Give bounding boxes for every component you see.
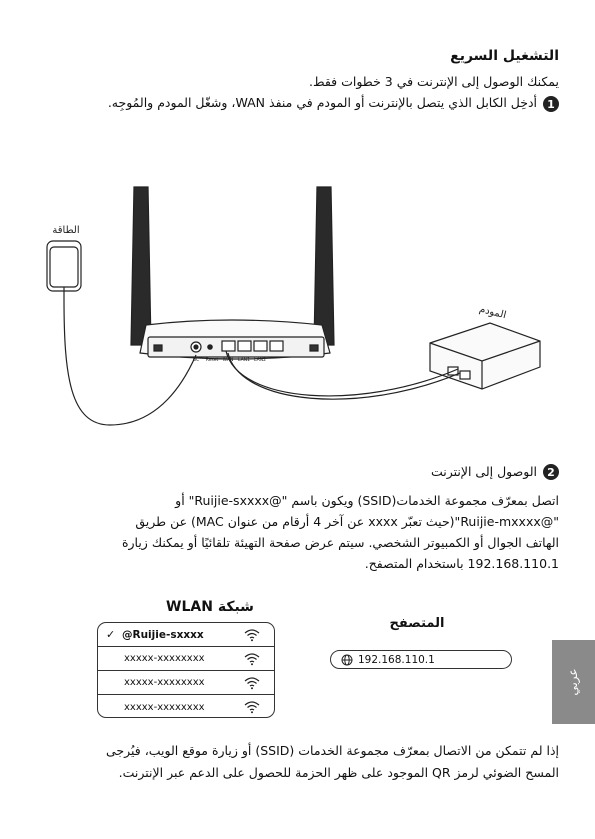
port-label-wan: WAN (223, 357, 234, 363)
language-label: عربي (566, 668, 580, 696)
wifi-icon (244, 628, 260, 641)
reset-button (207, 344, 213, 350)
lan1-port (237, 340, 252, 352)
step-2-badge: 2 (543, 464, 559, 480)
footer-note: إذا لم تتمكن من الاتصال بمعرّف مجموعة ال… (39, 740, 559, 784)
browser-address-bar[interactable]: 192.168.110.1 (330, 650, 512, 669)
wlan-network-item[interactable]: xxxxx-xxxxxxxx (98, 695, 274, 717)
wifi-icon (244, 676, 260, 689)
step-2-line: 192.168.110.1 باستخدام المتصفح. (364, 556, 559, 571)
modem-label: المودم (478, 304, 507, 321)
router-antenna-left (130, 186, 152, 346)
wlan-title: شبكة WLAN (166, 599, 254, 615)
router-connection-diagram: الطاقة المودم DC Reset WAN LAN1 LAN2 (46, 186, 541, 426)
wlan-network-item[interactable]: xxxxx-xxxxxxxx (98, 671, 274, 695)
step-2-line: الهاتف الجوال أو الكمبيوتر الشخصي. سيتم … (121, 535, 559, 550)
wlan-ssid: xxxxx-xxxxxxxx (124, 677, 205, 688)
power-label: الطاقة (52, 225, 79, 236)
step-1-text: أدخِل الكابل الذي يتصل بالإنترنت أو المو… (107, 95, 537, 110)
router-antenna-right (313, 186, 335, 346)
step-2-line: "@Ruijie-mxxxx"(حيث تعبّر xxxx عن آخر 4 … (135, 514, 559, 529)
step-2-line: اتصل بمعرّف مجموعة الخدمات(SSID) ويكون ب… (175, 493, 559, 508)
footer-line: المسح الضوئي لرمز QR الموجود على ظهر الح… (118, 765, 559, 780)
wlan-ssid: @Ruijie-sxxxx (122, 628, 204, 641)
wlan-network-item[interactable]: xxxxx-xxxxxxxx (98, 647, 274, 671)
step-1-badge: 1 (543, 96, 559, 112)
wlan-network-item[interactable]: ✓ @Ruijie-sxxxx (98, 623, 274, 647)
wlan-ssid: xxxxx-xxxxxxxx (124, 653, 205, 664)
router-back-panel (147, 336, 325, 358)
check-icon: ✓ (106, 628, 116, 641)
wifi-icon (244, 701, 260, 714)
step-2-text: اتصل بمعرّف مجموعة الخدمات(SSID) ويكون ب… (39, 490, 559, 574)
globe-icon (341, 654, 353, 665)
wlan-network-list: ✓ @Ruijie-sxxxx xxxxx-xxxxxxxx xxxxx-xxx… (97, 622, 275, 718)
port-label-dc: DC (193, 357, 200, 363)
step-2-heading: 2 الوصول إلى الإنترنت (431, 463, 559, 480)
power-adapter (49, 246, 79, 288)
intro-text: يمكنك الوصول إلى الإنترنت في 3 خطوات فقط… (309, 74, 559, 89)
step-1: 1 أدخِل الكابل الذي يتصل بالإنترنت أو ال… (108, 95, 559, 112)
wan-port (221, 340, 236, 352)
modem-body (429, 322, 541, 390)
step-2-title: الوصول إلى الإنترنت (430, 464, 537, 479)
power-cable (63, 298, 197, 426)
port-label-lan2: LAN2 (254, 357, 266, 363)
lan2-port (253, 340, 268, 352)
wifi-icon (244, 652, 260, 665)
language-side-tab: عربي (552, 640, 595, 724)
wlan-ssid: xxxxx-xxxxxxxx (124, 701, 205, 713)
browser-url: 192.168.110.1 (358, 653, 435, 666)
port-label-reset: Reset (206, 357, 219, 363)
page-title: التشغيل السريع (450, 48, 559, 64)
browser-title: المتصفح (389, 616, 445, 631)
footer-line: إذا لم تتمكن من الاتصال بمعرّف مجموعة ال… (105, 743, 559, 758)
port-label-lan1: LAN1 (238, 357, 250, 363)
